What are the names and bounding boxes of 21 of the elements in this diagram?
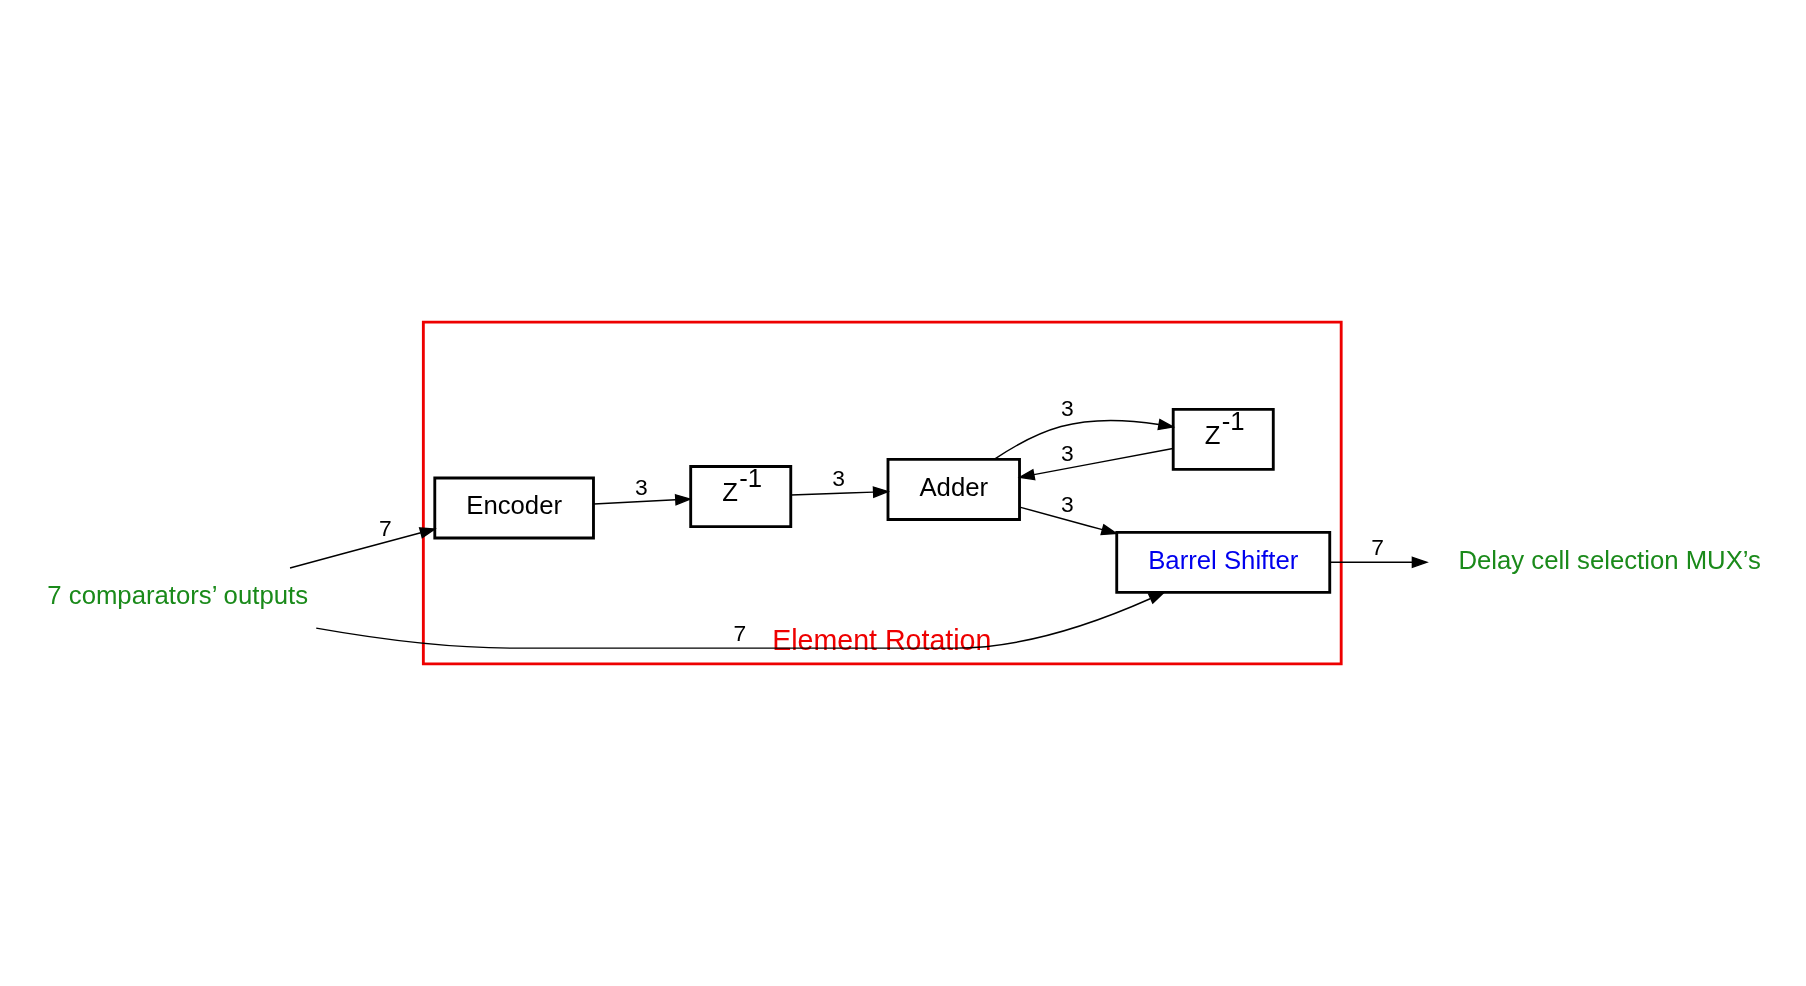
node-box: Adder [886,457,1021,521]
edge-label: 3 [1060,395,1074,422]
edge-label: 3 [634,473,648,500]
arrow [1017,447,1174,481]
node-text: Delay cell selection MUX’s [1458,545,1761,574]
arrow [289,527,437,569]
arrow [1329,556,1429,569]
arrow [315,591,1166,649]
edge-label: 7 [733,619,747,646]
node-box: Encoder [433,476,595,540]
edge-label: 3 [832,465,845,492]
arrow [1019,506,1119,536]
edge-label: 3 [1060,491,1074,518]
edge-label: 3 [1060,439,1074,466]
edge-label: 7 [379,515,392,542]
arrow [993,418,1176,460]
edge-label: 7 [1371,533,1384,560]
arrow [790,486,891,499]
node-text: 7 comparators’ outputs [47,581,309,610]
node-box: Barrel Shifter [1115,530,1332,594]
arrow [593,493,693,506]
